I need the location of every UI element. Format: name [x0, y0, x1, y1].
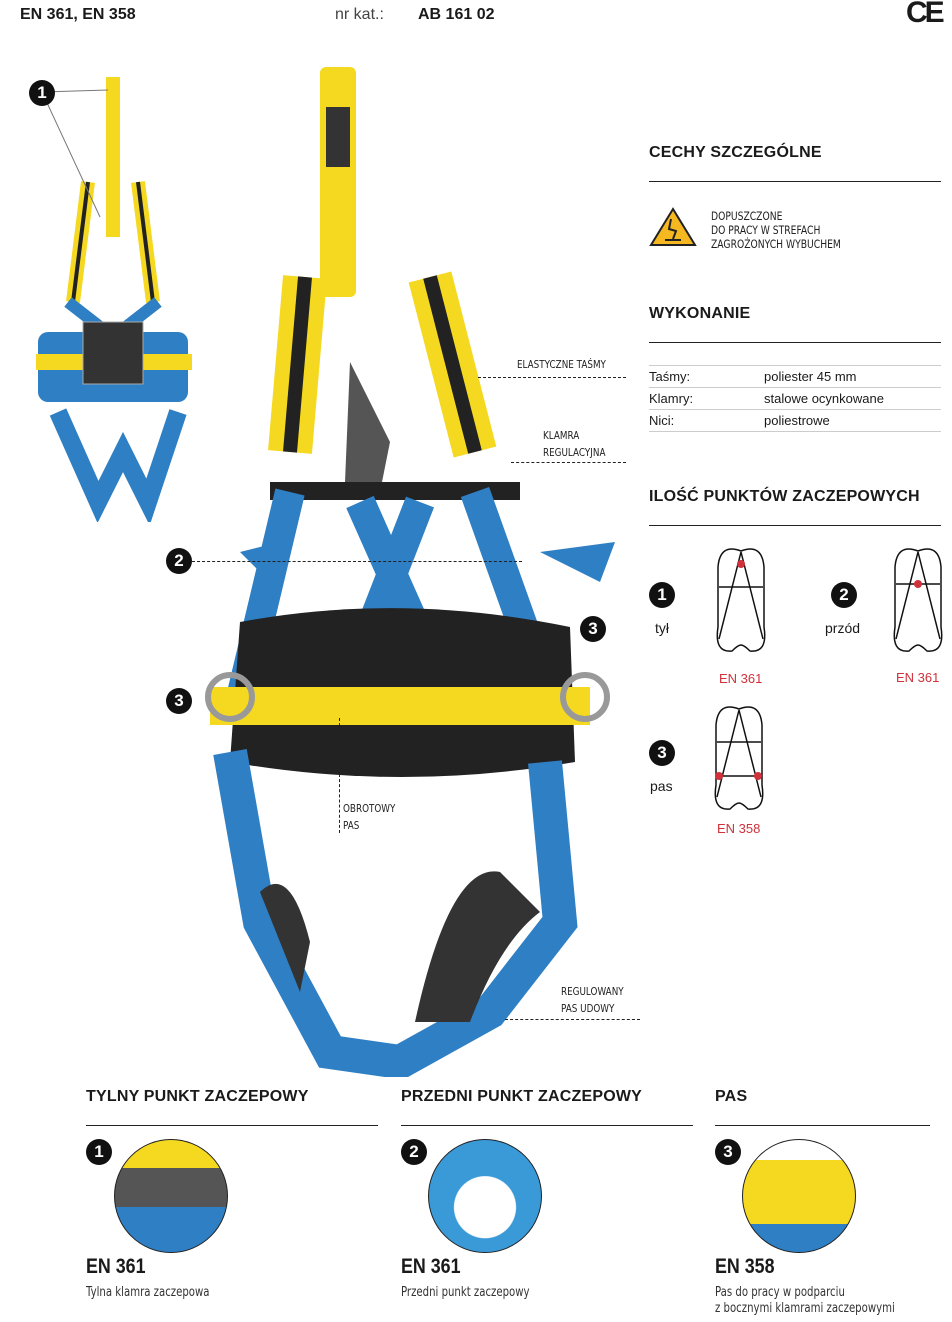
bottom-number-3: 3	[715, 1139, 741, 1165]
harness-diagram-back	[716, 548, 766, 652]
table-row: Nici:poliestrowe	[649, 409, 941, 432]
anchor-dot	[754, 772, 762, 780]
row-label: Taśmy:	[649, 365, 764, 388]
callout-elastic-straps: ELASTYCZNE TAŚMY	[517, 358, 606, 371]
anchor-dot	[737, 560, 745, 568]
main-harness-image	[205, 67, 615, 1077]
callout-line-buckle	[511, 462, 626, 463]
divider	[649, 342, 941, 343]
bottom-standard-2: EN 361	[401, 1255, 461, 1278]
anchor-points-title: ILOŚĆ PUNKTÓW ZACZEPOWYCH	[649, 488, 920, 505]
harness-diagram-front	[893, 548, 943, 652]
bottom-caption-2: Przedni punkt zaczepowy	[401, 1285, 530, 1300]
anchor-dot	[715, 772, 723, 780]
table-row: Klamry:stalowe ocynkowane	[649, 387, 941, 410]
anchor-3-standard: EN 358	[717, 821, 761, 836]
divider	[649, 181, 941, 182]
anchor-3-label: pas	[650, 778, 673, 794]
marker-1-small: 1	[29, 80, 55, 106]
row-value: poliestrowe	[764, 409, 941, 432]
anchor-1-number: 1	[649, 582, 675, 608]
bottom-caption-1: Tylna klamra zaczepowa	[86, 1285, 210, 1300]
table-row: Taśmy:poliester 45 mm	[649, 365, 941, 388]
anchor-2-label: przód	[825, 620, 861, 636]
divider	[715, 1125, 930, 1126]
detail-front-point-image	[428, 1139, 542, 1253]
anchor-dot	[914, 580, 922, 588]
atex-line1: DOPUSZCZONE	[711, 209, 783, 223]
row-value: stalowe ocynkowane	[764, 387, 941, 410]
detail-back-buckle-image	[114, 1139, 228, 1253]
row-value: poliester 45 mm	[764, 365, 941, 388]
anchor-1-standard: EN 361	[719, 671, 763, 686]
callout-line-elastic	[478, 377, 626, 378]
marker-3-right: 3	[580, 616, 606, 642]
anchor-2-standard: EN 361	[896, 670, 940, 685]
divider	[401, 1125, 693, 1126]
callout-belt-line1: OBROTOWY	[343, 802, 396, 815]
atex-line3: ZAGROŻONYCH WYBUCHEM	[711, 237, 841, 251]
detail-belt-ring-image	[742, 1139, 856, 1253]
callout-line-leg	[505, 1019, 640, 1020]
small-harness-image	[36, 77, 192, 522]
callout-leg-line1: REGULOWANY	[561, 985, 624, 998]
features-title: CECHY SZCZEGÓLNE	[649, 144, 822, 161]
construction-title: WYKONANIE	[649, 305, 751, 322]
explosion-hazard-icon	[649, 207, 697, 246]
atex-note: DOPUSZCZONE DO PRACY W STREFACH ZAGROŻON…	[711, 209, 841, 251]
bottom-caption-3b: z bocznymi klamrami zaczepowymi	[715, 1301, 895, 1316]
standards-header: EN 361, EN 358	[20, 6, 136, 23]
bottom-caption-3a: Pas do pracy w podparciu	[715, 1285, 845, 1300]
atex-line2: DO PRACY W STREFACH	[711, 223, 821, 237]
harness-diagram-belt	[714, 706, 764, 810]
row-label: Nici:	[649, 409, 764, 432]
anchor-2-number: 2	[831, 582, 857, 608]
bottom-standard-3: EN 358	[715, 1255, 775, 1278]
callout-buckle-line1: KLAMRA	[543, 429, 580, 442]
divider	[649, 525, 941, 526]
catalog-label: nr kat.:	[335, 6, 384, 23]
anchor-1-label: tył	[655, 620, 669, 636]
anchor-3-number: 3	[649, 740, 675, 766]
callout-buckle-line2: REGULACYJNA	[543, 446, 606, 459]
bottom-title-3: PAS	[715, 1088, 748, 1105]
divider	[86, 1125, 378, 1126]
bottom-title-2: PRZEDNI PUNKT ZACZEPOWY	[401, 1088, 643, 1105]
ce-mark: CE	[906, 0, 945, 29]
catalog-number: AB 161 02	[418, 6, 495, 23]
bottom-title-1: TYLNY PUNKT ZACZEPOWY	[86, 1088, 309, 1105]
bottom-number-1: 1	[86, 1139, 112, 1165]
marker-3-left: 3	[166, 688, 192, 714]
marker-2: 2	[166, 548, 192, 574]
callout-leg-line2: PAS UDOWY	[561, 1002, 615, 1015]
construction-table: Taśmy:poliester 45 mm Klamry:stalowe ocy…	[649, 365, 941, 432]
callout-line-belt	[339, 718, 340, 833]
callout-line-2	[192, 561, 522, 562]
callout-belt-line2: PAS	[343, 819, 360, 832]
row-label: Klamry:	[649, 387, 764, 410]
bottom-standard-1: EN 361	[86, 1255, 146, 1278]
bottom-number-2: 2	[401, 1139, 427, 1165]
